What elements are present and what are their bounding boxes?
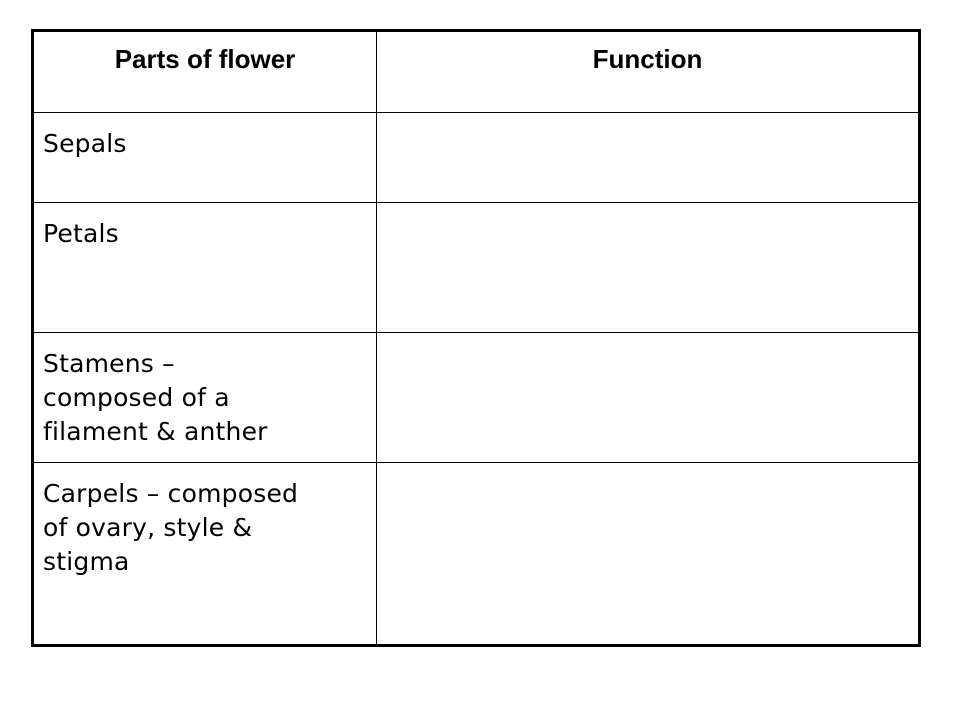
table-row: Stamens – composed of a filament & anthe…: [32, 332, 920, 463]
flower-parts-table: Parts of flower Function Sepals Petals S…: [31, 29, 921, 647]
part-line: Carpels – composed: [43, 479, 299, 508]
part-line: filament & anther: [43, 417, 268, 446]
function-cell-petals[interactable]: [376, 202, 920, 333]
table-row: Carpels – composed of ovary, style & sti…: [32, 462, 920, 646]
part-cell-sepals: Sepals: [32, 112, 377, 203]
part-line: Petals: [43, 219, 119, 248]
function-cell-stamens[interactable]: [376, 332, 920, 463]
part-line: stigma: [43, 547, 130, 576]
table-row: Sepals: [32, 112, 920, 203]
table-row: Petals: [32, 202, 920, 333]
part-cell-stamens: Stamens – composed of a filament & anthe…: [32, 332, 377, 463]
part-line: composed of a: [43, 383, 230, 412]
part-cell-carpels: Carpels – composed of ovary, style & sti…: [32, 462, 377, 646]
header-parts-of-flower: Parts of flower: [32, 30, 377, 113]
part-line: Sepals: [43, 129, 127, 158]
part-cell-petals: Petals: [32, 202, 377, 333]
part-line: Stamens –: [43, 349, 175, 378]
function-cell-sepals[interactable]: [376, 112, 920, 203]
table-header-row: Parts of flower Function: [32, 30, 920, 113]
part-line: of ovary, style &: [43, 513, 253, 542]
header-function: Function: [376, 30, 920, 113]
function-cell-carpels[interactable]: [376, 462, 920, 646]
